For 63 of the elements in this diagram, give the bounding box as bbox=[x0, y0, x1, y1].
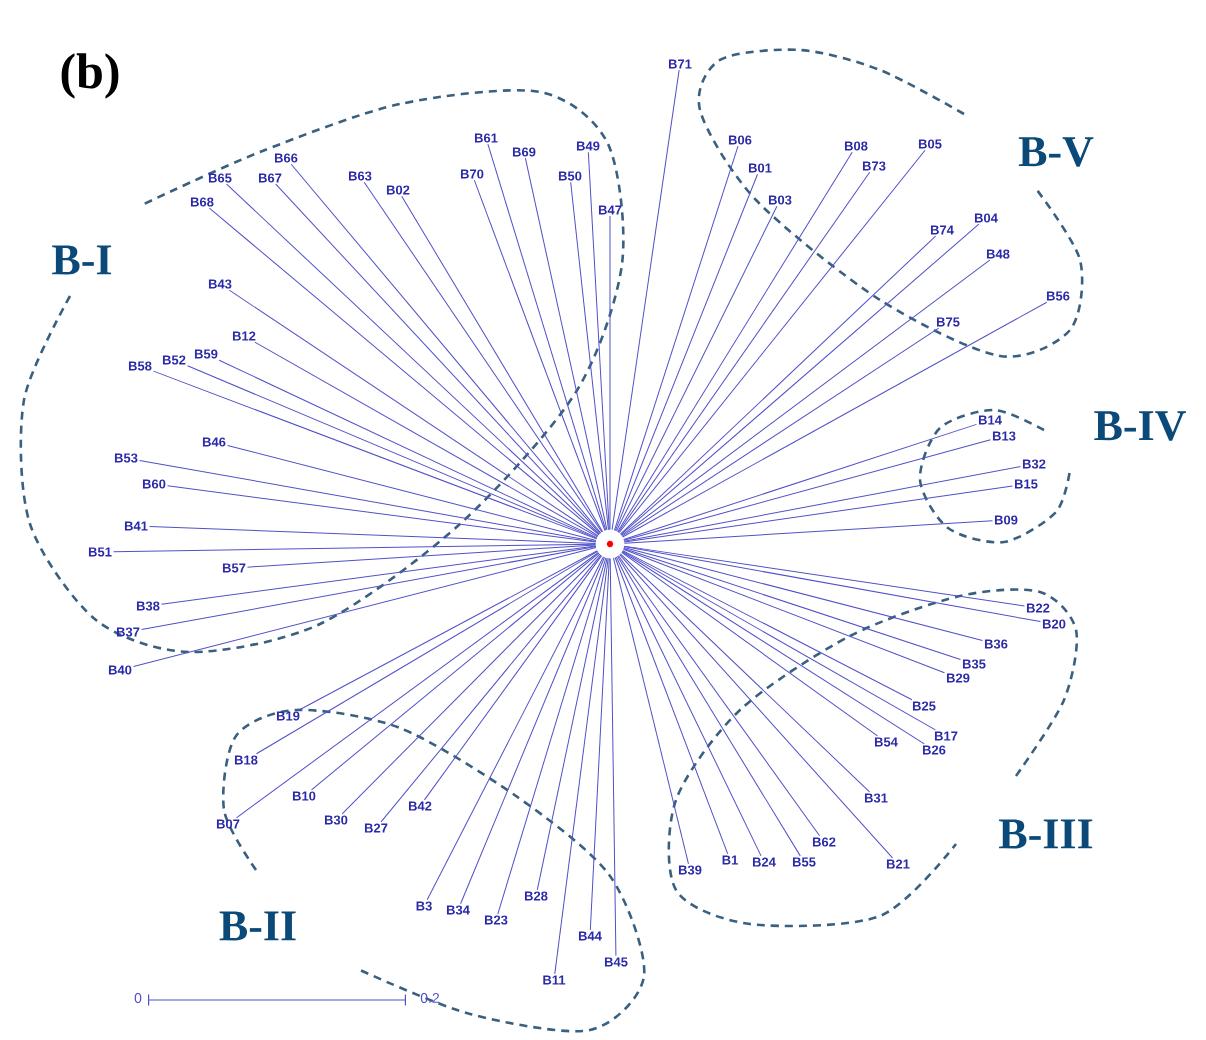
tree-branch bbox=[619, 554, 893, 859]
tree-branch bbox=[113, 543, 597, 553]
tree-branch bbox=[589, 557, 610, 931]
tree-branch bbox=[299, 550, 598, 711]
tree-branch bbox=[615, 556, 762, 857]
tree-branch bbox=[363, 181, 603, 533]
tree-branch bbox=[611, 69, 680, 531]
tree-branch bbox=[623, 485, 1013, 543]
tree-branch bbox=[623, 423, 977, 541]
panel-label: (b) bbox=[61, 53, 119, 99]
tree-branch bbox=[623, 547, 983, 641]
tree-branch bbox=[460, 556, 605, 905]
tree-branch bbox=[139, 459, 597, 542]
tree-branch bbox=[227, 444, 597, 541]
tree-branch bbox=[554, 557, 609, 975]
tree-branch bbox=[615, 205, 778, 532]
tree-branch bbox=[623, 439, 991, 541]
tree-branch bbox=[473, 179, 606, 531]
tree-branch bbox=[617, 555, 801, 857]
tree-branch bbox=[255, 550, 599, 755]
cluster-label: B-IV bbox=[1094, 411, 1186, 441]
tree-branch bbox=[524, 157, 608, 531]
tree-branch bbox=[613, 145, 739, 531]
tree-branch bbox=[614, 173, 759, 532]
cluster-label: B-I bbox=[52, 245, 112, 275]
tree-branch bbox=[401, 195, 604, 533]
tree-branch bbox=[570, 181, 609, 531]
tree-branch bbox=[341, 553, 601, 815]
cluster-label: B-III bbox=[999, 819, 1093, 849]
tree-branch bbox=[161, 545, 597, 605]
tree-branch bbox=[423, 555, 603, 801]
tree-branch bbox=[621, 551, 878, 737]
tree-branch bbox=[141, 546, 597, 631]
tree-branch bbox=[311, 552, 600, 791]
tree-branch bbox=[609, 215, 611, 531]
tree-branch bbox=[621, 327, 940, 537]
tree-branch bbox=[133, 547, 597, 668]
tree-branch bbox=[622, 301, 1048, 538]
tree-branch bbox=[612, 557, 689, 865]
tree-branch bbox=[609, 557, 617, 957]
tree-branch bbox=[618, 149, 926, 534]
tree-branch bbox=[497, 557, 607, 915]
tree-branch bbox=[536, 557, 608, 891]
tree-branch bbox=[235, 552, 599, 819]
tree-branch bbox=[167, 485, 597, 543]
tree-branch bbox=[254, 341, 598, 538]
tree-branch bbox=[622, 550, 913, 701]
cluster-label: B-II bbox=[219, 911, 296, 941]
tree-branch bbox=[247, 544, 597, 568]
cluster-label: B-V bbox=[1018, 137, 1094, 167]
tree-branch bbox=[487, 143, 607, 531]
tree-branch bbox=[380, 554, 602, 823]
tree-branch bbox=[623, 546, 1041, 623]
tree-branch bbox=[614, 556, 729, 855]
tree-branch bbox=[619, 235, 937, 535]
tree-branch bbox=[623, 466, 1021, 542]
tree-branch bbox=[623, 545, 1025, 607]
tree-branch bbox=[228, 289, 599, 537]
tree-branch bbox=[619, 553, 870, 793]
tree-branch bbox=[623, 520, 993, 544]
tree-branch bbox=[617, 555, 821, 837]
tree-branch bbox=[149, 526, 597, 544]
tree-branch bbox=[426, 556, 604, 901]
